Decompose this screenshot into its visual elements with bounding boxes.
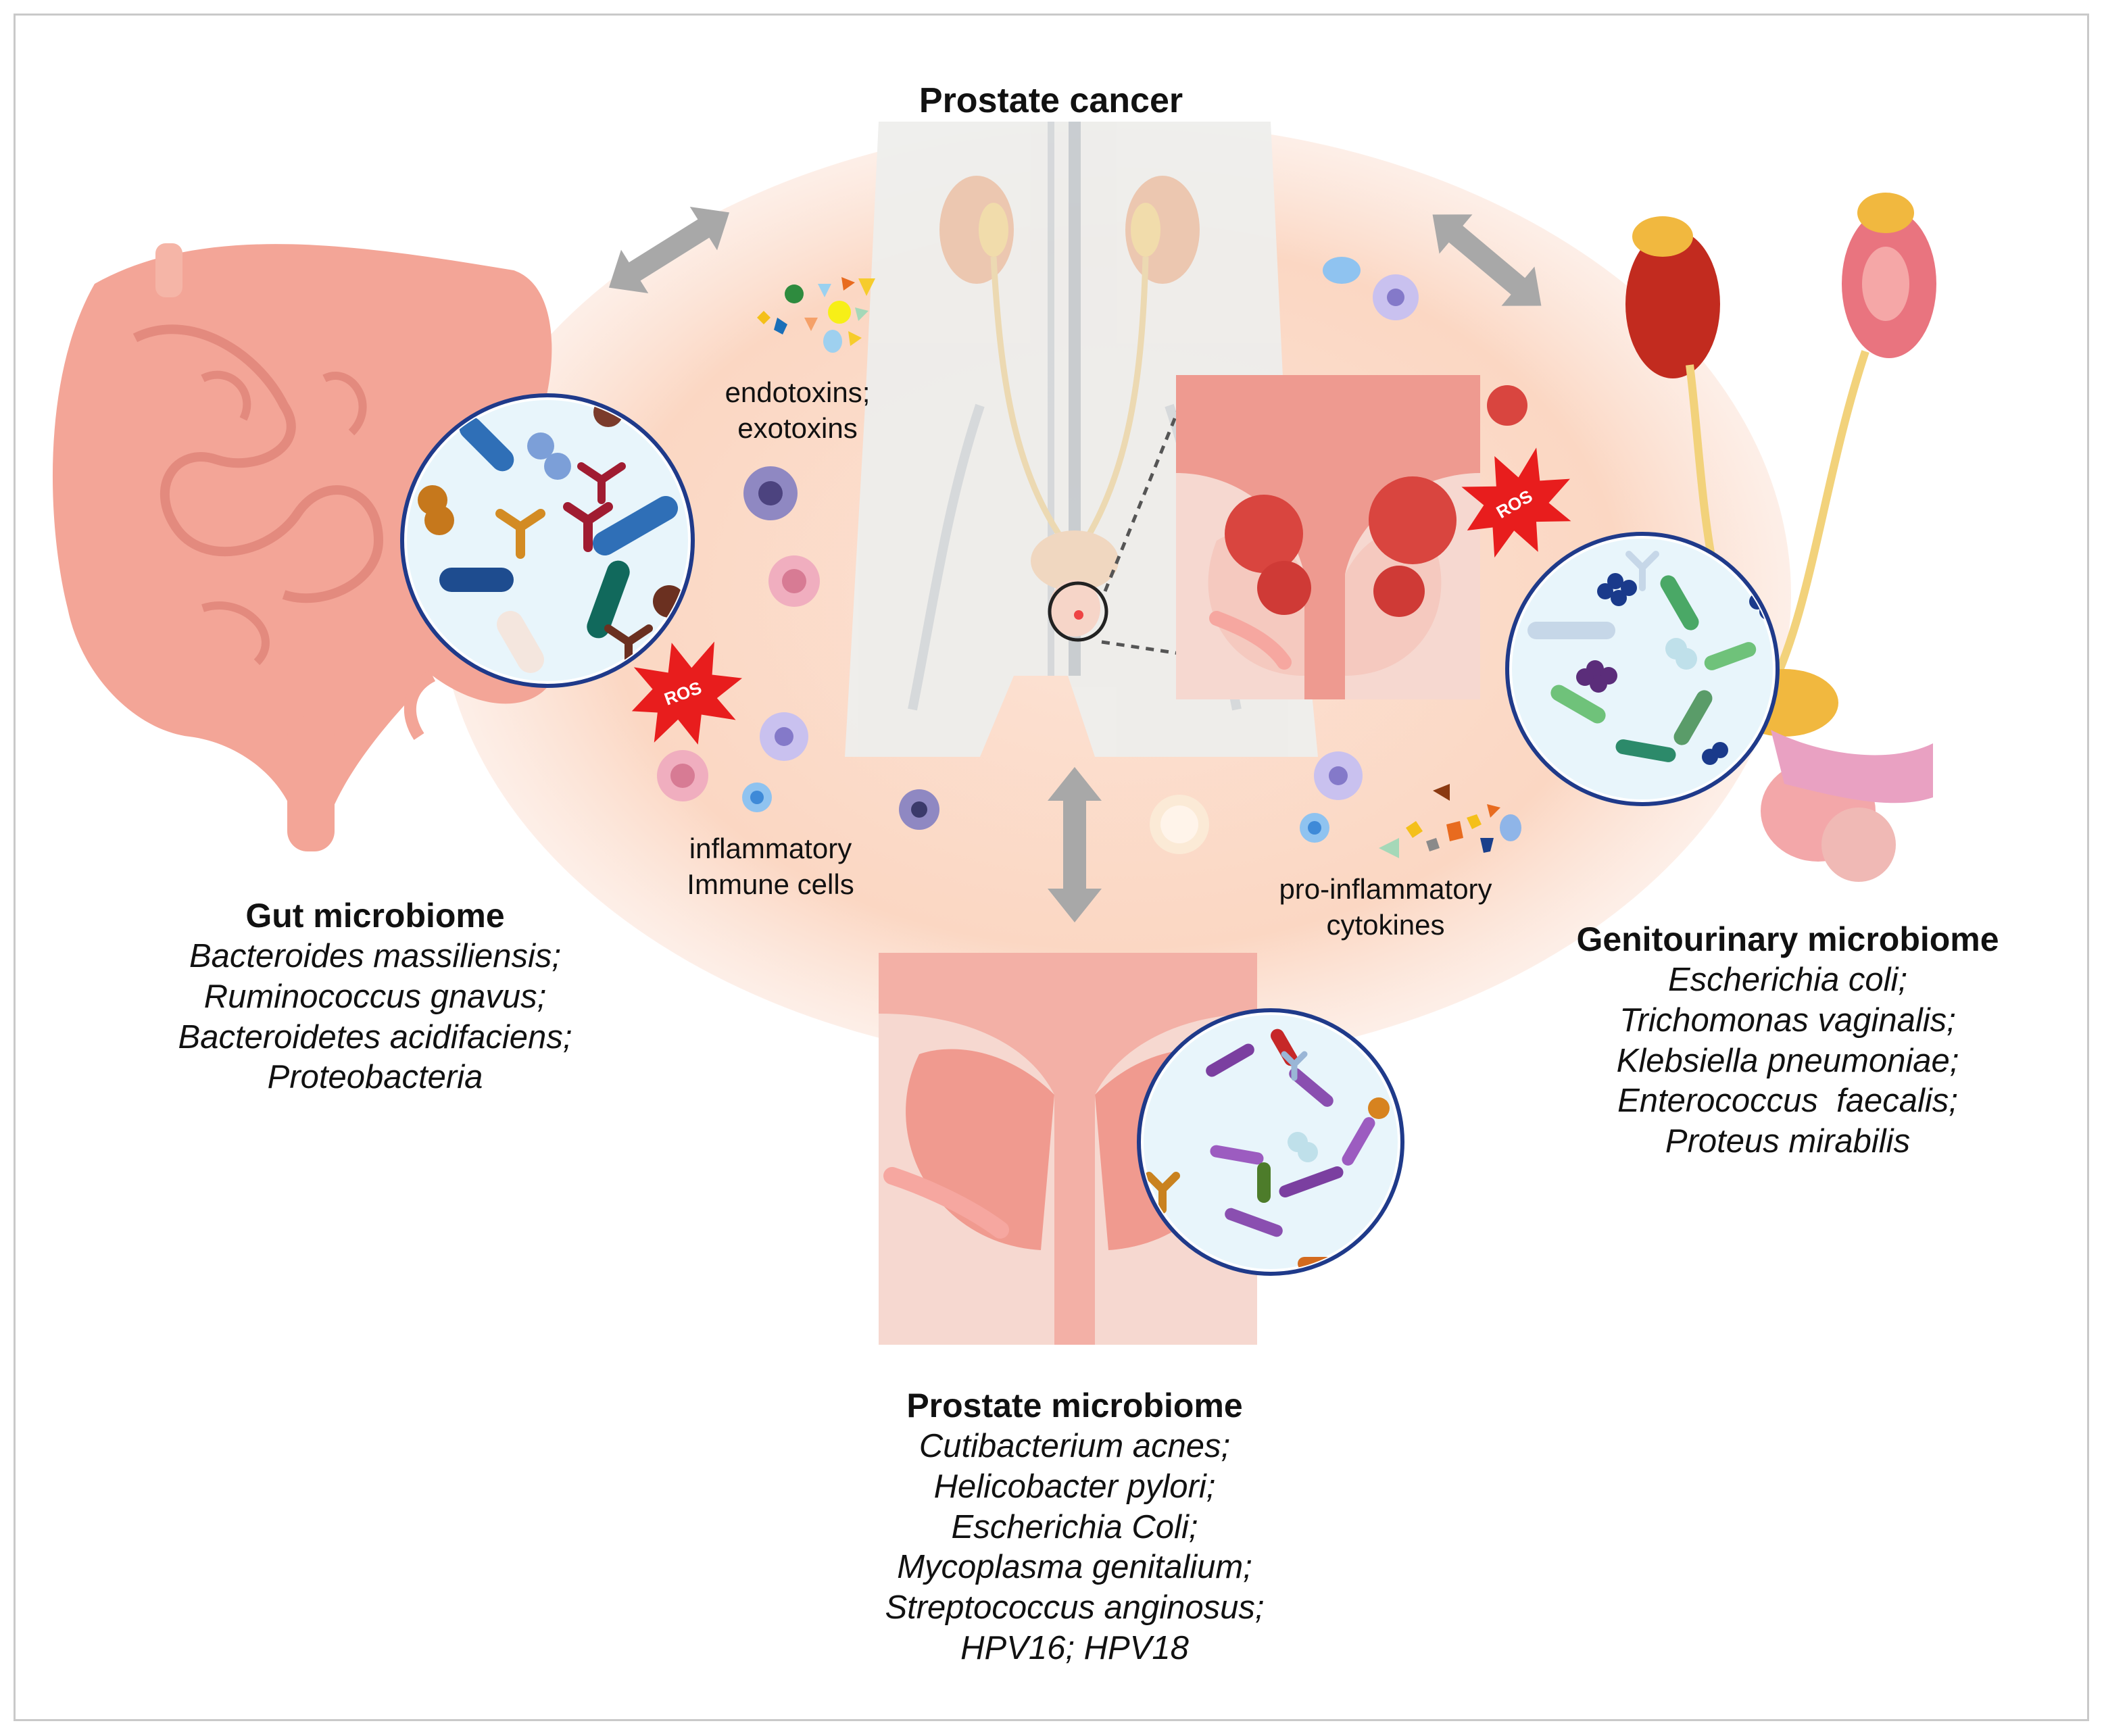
immune-cell-purple-small bbox=[899, 789, 939, 830]
gut-illustration bbox=[52, 243, 555, 851]
genitourinary-microbiome-title: Genitourinary microbiome bbox=[1576, 920, 1999, 958]
ros-burst-right: ROS bbox=[1461, 447, 1571, 558]
gut-species-4: Proteobacteria bbox=[267, 1059, 483, 1096]
immune-cell-pink-2 bbox=[657, 750, 708, 801]
genitourinary-species-4: Enterococcus faecalis; bbox=[1617, 1083, 1958, 1120]
immune-cell-ring bbox=[1150, 795, 1209, 854]
gut-microbiome-block: Gut microbiome Bacteroides massiliensis;… bbox=[128, 895, 622, 1098]
immune-cells-label: inflammatory Immune cells bbox=[659, 831, 882, 902]
figure-frame bbox=[14, 14, 2089, 1721]
cytokines-label-line-2: cytokines bbox=[1326, 908, 1445, 941]
gut-species-3: Bacteroidetes acidifaciens; bbox=[178, 1018, 572, 1056]
prostate-species-5: Streptococcus anginosus; bbox=[885, 1589, 1265, 1627]
toxins-label-line-1: endotoxins; bbox=[725, 376, 871, 408]
prostate-species-4: Mycoplasma genitalium; bbox=[897, 1549, 1252, 1586]
genitourinary-species-2: Trichomonas vaginalis; bbox=[1619, 1001, 1956, 1039]
immune-cell-top-right bbox=[1323, 257, 1419, 320]
genitourinary-microbiome-block: Genitourinary microbiome Escherichia col… bbox=[1517, 919, 2058, 1162]
genitourinary-species-3: Klebsiella pneumoniae; bbox=[1616, 1042, 1959, 1079]
immune-cells-label-line-1: inflammatory bbox=[689, 833, 852, 864]
arrow-center-prostate bbox=[1048, 767, 1102, 922]
prostate-cancer-title: Prostate cancer bbox=[919, 81, 1183, 120]
toxins-label-line-2: exotoxins bbox=[737, 412, 858, 444]
prostate-species-2: Helicobacter pylori; bbox=[933, 1468, 1216, 1505]
prostate-species-1: Cutibacterium acnes; bbox=[919, 1428, 1231, 1464]
arrow-gut-center bbox=[608, 206, 730, 294]
genitourinary-species-1: Escherichia coli; bbox=[1667, 962, 1908, 998]
gut-species-1: Bacteroides massiliensis; bbox=[189, 938, 562, 974]
ros-burst-left: ROS bbox=[631, 641, 742, 745]
arrow-center-gu bbox=[1432, 214, 1542, 306]
immune-cell-dendritic-left bbox=[742, 712, 808, 812]
immune-cell-pink-1 bbox=[768, 555, 820, 607]
prostate-species-list: Cutibacterium acnes; Helicobacter pylori… bbox=[804, 1427, 1345, 1669]
cytokines-label: pro-inflammatory cytokines bbox=[1250, 872, 1521, 943]
gut-microbiome-title: Gut microbiome bbox=[245, 897, 505, 935]
prostate-species-6: HPV16; HPV18 bbox=[960, 1629, 1189, 1666]
immune-cell-purple-top bbox=[743, 466, 798, 520]
genitourinary-microbe-lens bbox=[1505, 532, 1780, 806]
immune-cells-label-line-2: Immune cells bbox=[687, 868, 854, 900]
genitourinary-species-list: Escherichia coli; Trichomonas vaginalis;… bbox=[1517, 960, 2058, 1162]
genitourinary-illustration bbox=[1625, 193, 1936, 882]
prostate-microbiome-title: Prostate microbiome bbox=[906, 1387, 1243, 1424]
gut-microbe-lens bbox=[400, 393, 695, 688]
cytokines-label-line-1: pro-inflammatory bbox=[1279, 873, 1492, 905]
toxins-label: endotoxins; exotoxins bbox=[696, 375, 899, 446]
gut-species-2: Ruminococcus gnavus; bbox=[203, 978, 547, 1015]
prostate-microbiome-block: Prostate microbiome Cutibacterium acnes;… bbox=[804, 1385, 1345, 1669]
immune-cell-dendritic-right bbox=[1300, 751, 1363, 843]
genitourinary-species-5: Proteus mirabilis bbox=[1665, 1123, 1911, 1160]
cytokines-cluster bbox=[1379, 784, 1521, 858]
toxins-cluster bbox=[757, 277, 875, 353]
gut-species-list: Bacteroides massiliensis; Ruminococcus g… bbox=[128, 937, 622, 1098]
prostate-species-3: Escherichia Coli; bbox=[951, 1508, 1198, 1545]
prostate-microbe-lens bbox=[1137, 1008, 1404, 1276]
prostate-tumor-inset bbox=[1176, 375, 1527, 699]
